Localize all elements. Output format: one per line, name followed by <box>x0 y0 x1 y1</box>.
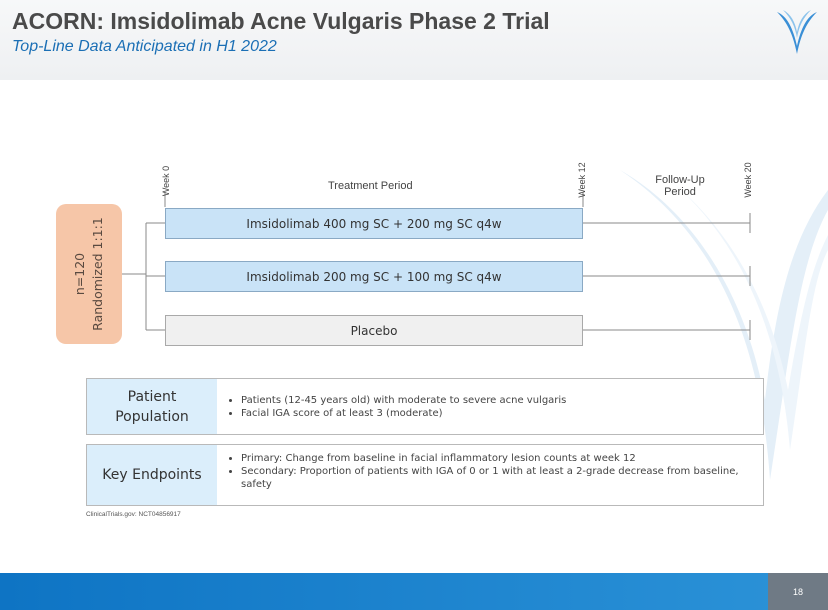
arm-high-dose: Imsidolimab 400 mg SC + 200 mg SC q4w <box>165 208 583 239</box>
patient-population-heading: Patient Population <box>87 379 217 434</box>
patient-population-row: Patient Population Patients (12-45 years… <box>86 378 764 435</box>
key-endpoints-row: Key Endpoints Primary: Change from basel… <box>86 444 764 506</box>
primary-endpoint: Primary: Change from baseline in facial … <box>241 452 757 465</box>
secondary-endpoint: Secondary: Proportion of patients with I… <box>241 465 757 491</box>
population-heading-line1: Patient <box>127 388 177 405</box>
slide-subtitle: Top-Line Data Anticipated in H1 2022 <box>12 38 277 55</box>
sample-size: n=120 <box>72 252 87 296</box>
key-endpoints-heading: Key Endpoints <box>87 445 217 505</box>
population-criteria-list: Patients (12-45 years old) with moderate… <box>225 394 757 420</box>
header-band <box>0 0 828 80</box>
population-heading-line2: Population <box>115 408 189 425</box>
trial-design-diagram <box>122 192 751 340</box>
followup-period-line1: Follow-Up <box>655 174 705 186</box>
randomization-box <box>56 204 122 344</box>
footer-bar <box>0 573 828 610</box>
followup-period-label: Follow-Up Period <box>652 174 708 198</box>
week0-label: Week 0 <box>161 165 171 197</box>
randomization-ratio: Randomized 1:1:1 <box>90 217 105 331</box>
week20-label: Week 20 <box>743 162 753 198</box>
randomization-label: n=120 Randomized 1:1:1 <box>71 217 107 331</box>
arm-low-dose: Imsidolimab 200 mg SC + 100 mg SC q4w <box>165 261 583 292</box>
followup-period-line2: Period <box>664 186 696 198</box>
slide-title: ACORN: Imsidolimab Acne Vulgaris Phase 2… <box>12 8 550 34</box>
population-criterion: Facial IGA score of at least 3 (moderate… <box>241 407 757 420</box>
page-number: 18 <box>768 573 828 610</box>
endpoints-list: Primary: Change from baseline in facial … <box>225 452 757 491</box>
company-logo <box>777 10 817 54</box>
arm-placebo: Placebo <box>165 315 583 346</box>
week12-label: Week 12 <box>577 162 587 198</box>
background-swoosh <box>620 170 828 480</box>
treatment-period-label: Treatment Period <box>328 180 413 192</box>
population-criterion: Patients (12-45 years old) with moderate… <box>241 394 757 407</box>
source-citation: ClinicalTrials.gov: NCT04856917 <box>86 511 181 518</box>
